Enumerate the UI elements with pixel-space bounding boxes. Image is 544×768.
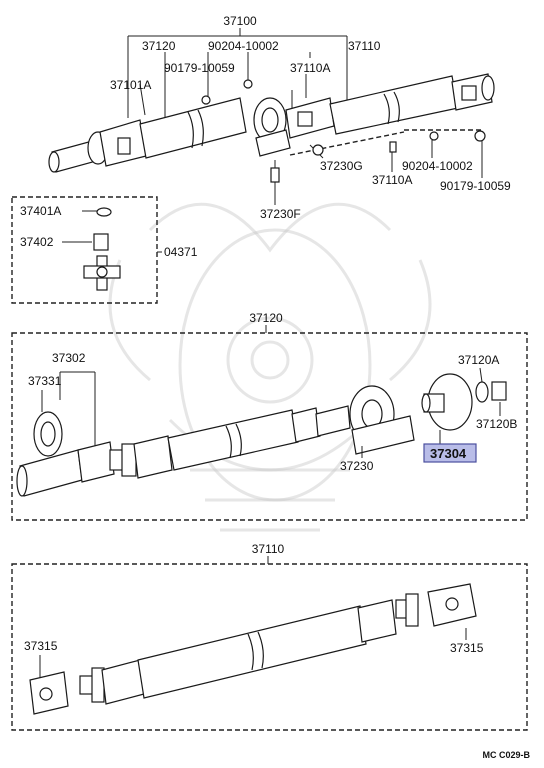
label-37302: 37302 [52, 351, 86, 365]
rear-shaft-box: 37110 37315 37315 [11, 542, 528, 731]
top-propeller-shaft [48, 73, 495, 183]
label-90179-bot: 90179-10059 [440, 179, 511, 193]
label-37110A-top: 37110A [290, 61, 330, 75]
label-90204-bot: 90204-10002 [402, 159, 473, 173]
label-37315-right: 37315 [450, 641, 484, 655]
label-37110-top: 37110 [348, 39, 381, 53]
label-37230F: 37230F [260, 207, 301, 221]
label-37401A: 37401A [20, 204, 61, 218]
label-37110A-bot: 37110A [372, 173, 412, 187]
spider-kit-box: 04371 37401A 37402 [11, 196, 198, 304]
label-37230G: 37230G [320, 159, 363, 173]
front-shaft-box: 37120 37302 37331 37230 [11, 311, 528, 521]
watermark-emblem [108, 202, 432, 532]
label-37120-top: 37120 [142, 39, 176, 53]
label-90204-top: 90204-10002 [208, 39, 279, 53]
label-04371: 04371 [164, 245, 198, 259]
label-37120-mid: 37120 [249, 311, 283, 325]
label-37101A: 37101A [110, 78, 151, 92]
label-90179-top: 90179-10059 [164, 61, 235, 75]
footer-code: MC C029-B [482, 750, 530, 760]
label-37315-left: 37315 [24, 639, 58, 653]
label-37120B: 37120B [476, 417, 517, 431]
label-37110-bot: 37110 [252, 542, 285, 556]
label-37120A: 37120A [458, 353, 499, 367]
top-labels: 37100 37120 90204-10002 37110 90179-1005… [110, 14, 511, 221]
label-37331: 37331 [28, 374, 62, 388]
label-37100: 37100 [223, 14, 257, 28]
label-37230: 37230 [340, 459, 374, 473]
label-37402: 37402 [20, 235, 54, 249]
highlight-37304-box [423, 443, 477, 463]
label-37304[interactable]: 37304 [430, 446, 467, 461]
